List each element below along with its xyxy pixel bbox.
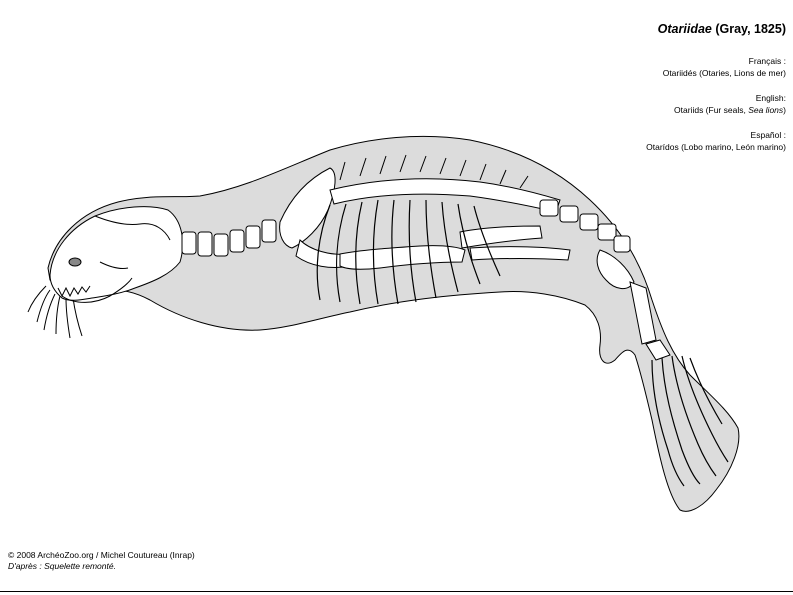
lang-names: Otariids (Fur seals, Sea lions) [526,104,786,116]
hind-limb [629,281,671,361]
lang-en: English: Otariids (Fur seals, Sea lions) [526,92,786,116]
species-title: Otariidae (Gray, 1825) [658,22,786,36]
lang-label: Français : [748,56,786,66]
name-italic: Sea lions [748,105,784,115]
bottom-divider [0,591,793,592]
name-text: Otariids (Fur seals, [674,105,749,115]
pelvis [596,249,635,289]
lang-names: Otariidés (Otaries, Lions de mer) [526,67,786,79]
cervical-vertebrae [181,219,277,257]
body-silhouette [47,135,740,512]
name-text: Otarídos (Lobo marino, León marino) [646,142,786,152]
taxon-authority: (Gray, 1825) [715,22,786,36]
skull [49,206,184,303]
forelimb [279,167,571,270]
rib-cage [316,199,501,305]
whiskers [27,285,83,339]
name-text: Otariidés (Otaries, Lions de mer) [662,68,786,78]
lang-es: Español : Otarídos (Lobo marino, León ma… [526,129,786,153]
lang-fr: Français : Otariidés (Otaries, Lions de … [526,55,786,79]
lang-label: English: [755,93,786,103]
lang-names: Otarídos (Lobo marino, León marino) [526,141,786,153]
hind-flipper [651,355,729,487]
credit-source: D'après : Squelette remonté. [8,561,116,571]
name-text-end: ) [783,105,786,115]
copyright-credits: © 2008 ArchéoZoo.org / Michel Coutureau … [8,550,195,572]
lang-label: Español : [750,130,786,140]
genus-name: Otariidae [657,22,712,36]
credit-line: © 2008 ArchéoZoo.org / Michel Coutureau … [8,550,195,560]
common-names: Français : Otariidés (Otaries, Lions de … [526,55,786,166]
lumbar-spine [539,199,631,253]
